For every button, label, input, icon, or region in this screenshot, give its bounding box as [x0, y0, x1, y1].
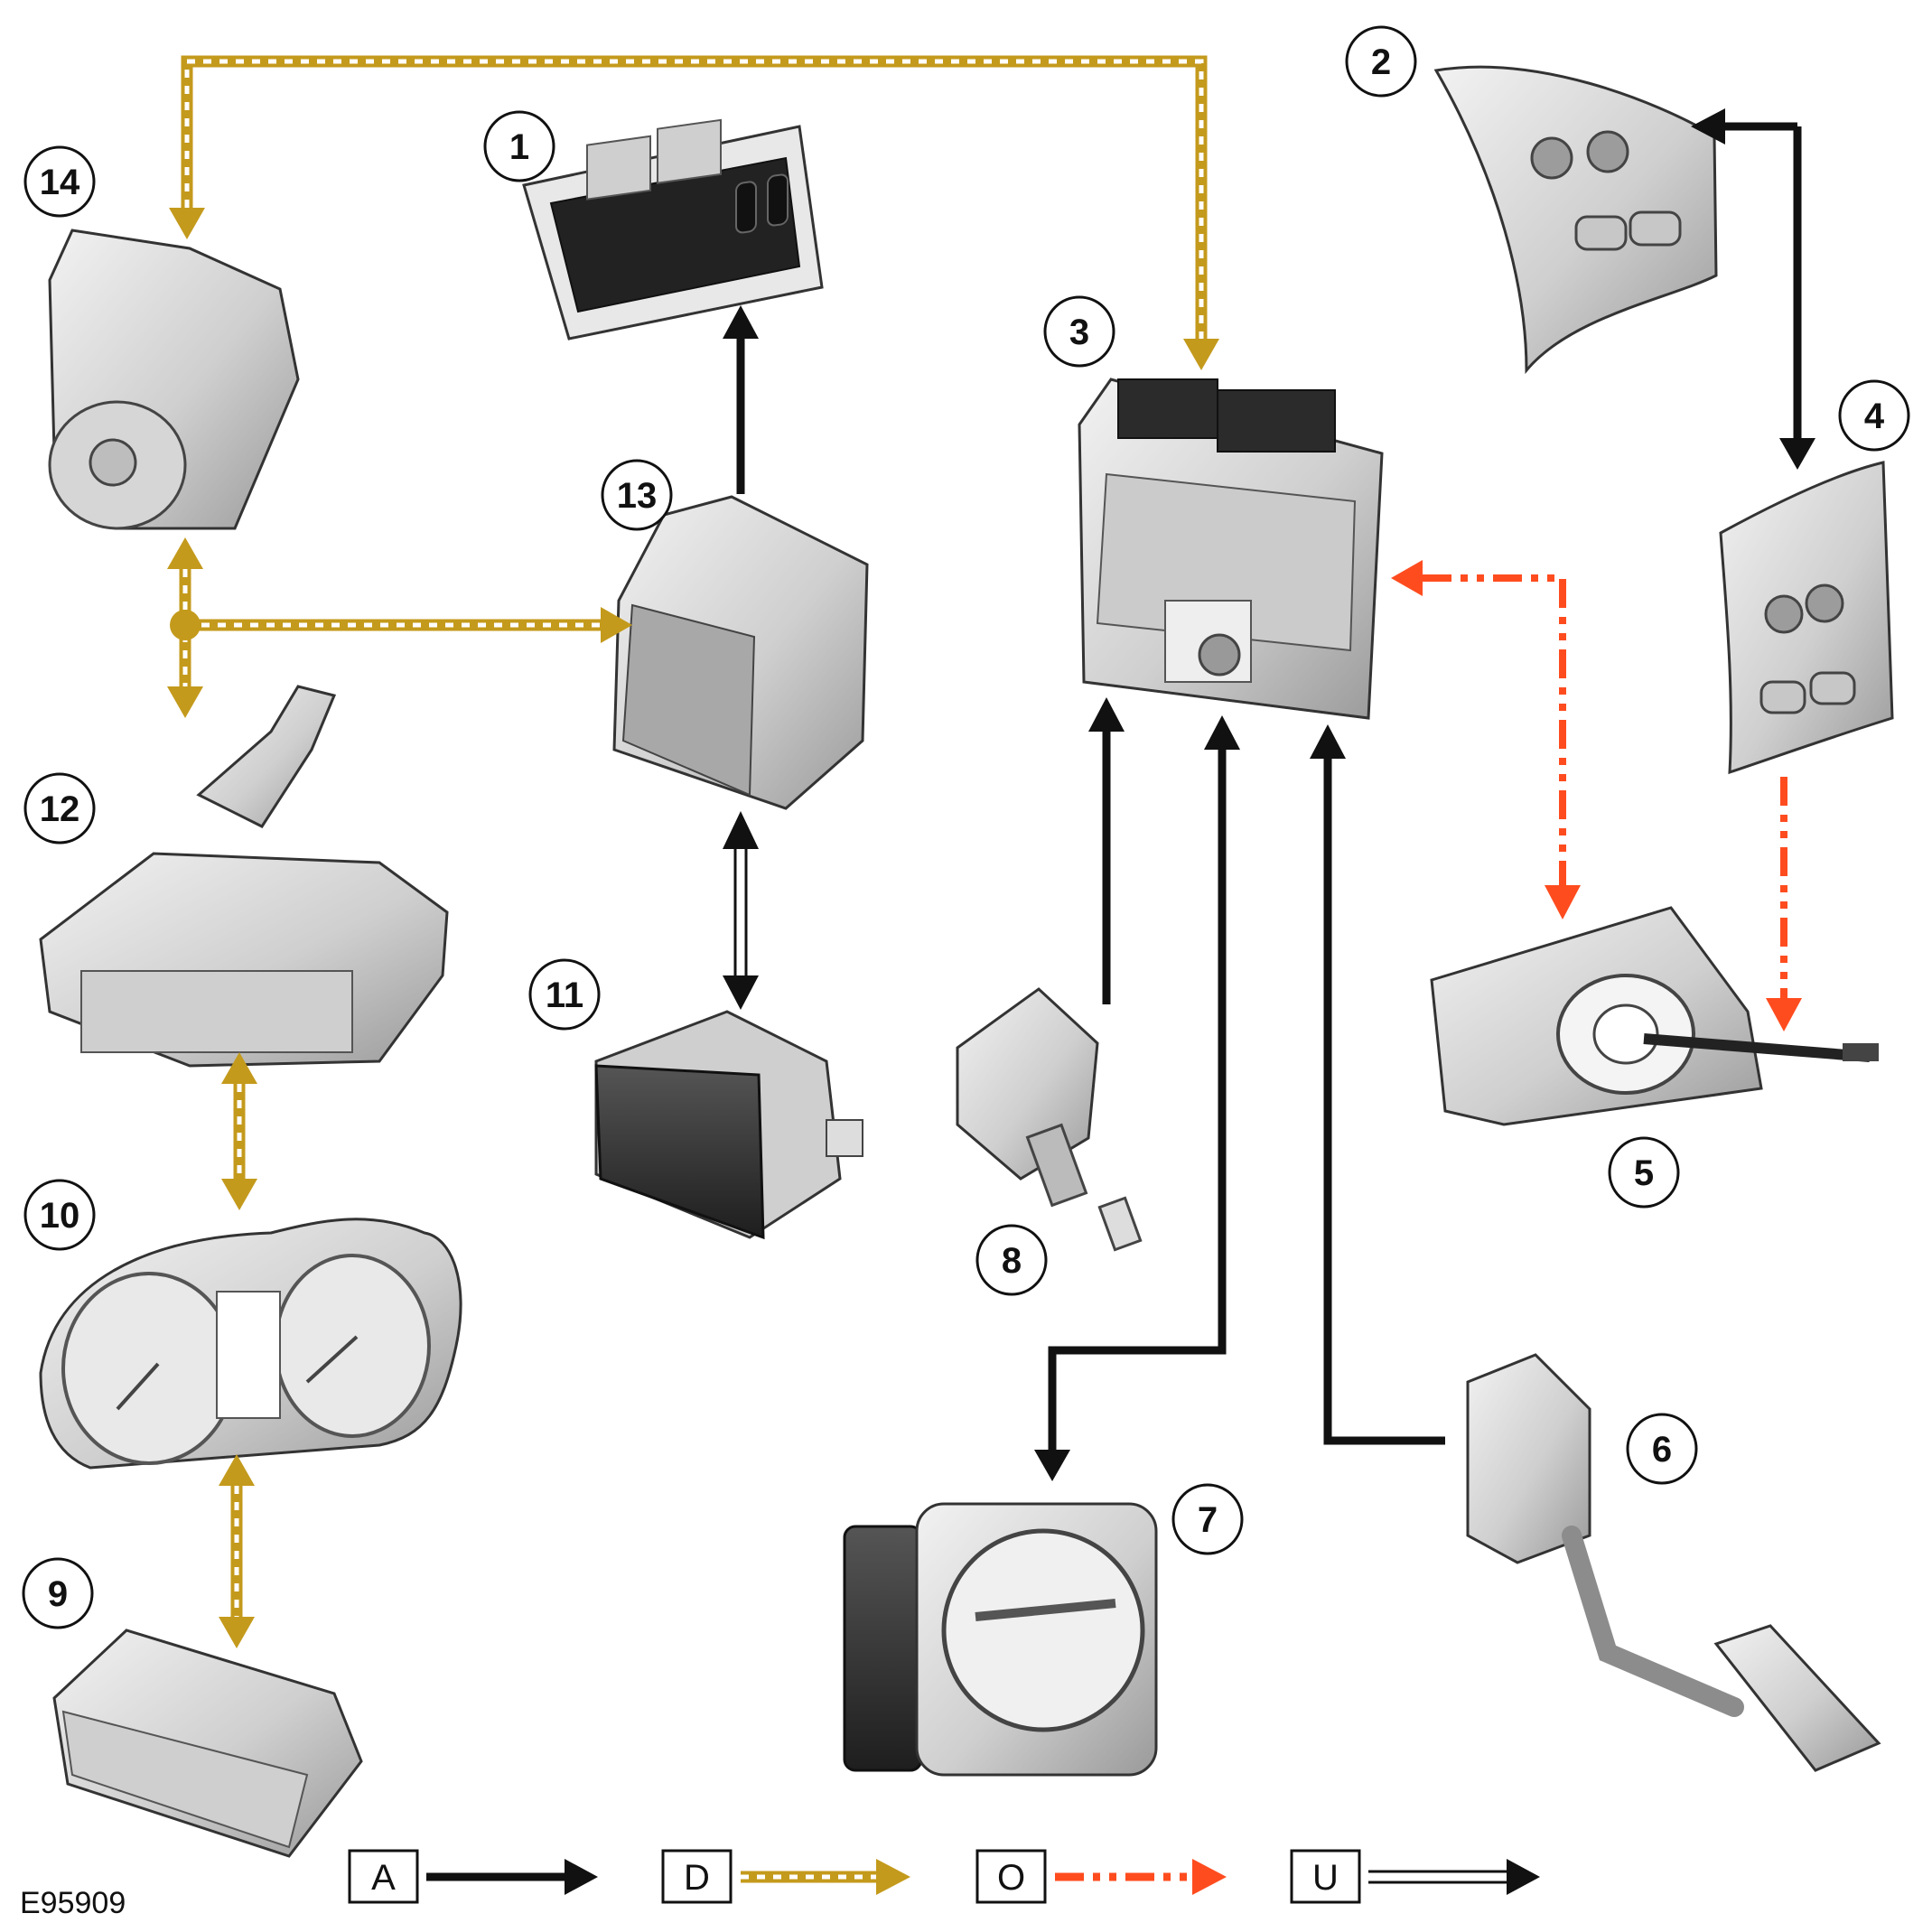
legend-key-d: D [684, 1858, 710, 1898]
callout-3: 3 [1043, 295, 1115, 368]
callout-label: 3 [1069, 313, 1089, 352]
component-11-control-module [594, 1010, 863, 1240]
link-13-to-1 [723, 305, 759, 494]
callout-7: 7 [1171, 1483, 1244, 1555]
link-3-5 [1391, 560, 1581, 919]
link-14-3 [169, 55, 1219, 370]
link-4-to-5 [1766, 777, 1802, 1031]
component-10-instrument-cluster [39, 1218, 462, 1470]
callout-11: 11 [528, 958, 601, 1031]
callout-label: 8 [1002, 1241, 1022, 1281]
callout-label: 11 [546, 975, 583, 1015]
link-2-4 [1691, 108, 1815, 470]
callout-circle [23, 1179, 96, 1251]
legend-item-a: A [348, 1849, 598, 1904]
callout-circle [22, 1557, 94, 1629]
figure-reference: E95909 [20, 1886, 126, 1920]
callout-6: 6 [1626, 1413, 1698, 1485]
link-12-10 [221, 1052, 257, 1210]
callout-label: 7 [1198, 1500, 1218, 1540]
callout-label: 6 [1652, 1430, 1672, 1470]
callout-5: 5 [1608, 1136, 1680, 1209]
legend: A D O U [348, 1849, 1540, 1904]
callout-8: 8 [975, 1224, 1048, 1296]
component-6-accelerator-pedal [1466, 1353, 1881, 1772]
callout-label: 9 [48, 1574, 68, 1614]
legend-item-o: O [975, 1849, 1227, 1904]
component-13-control-module [612, 495, 869, 810]
callout-label: 1 [509, 127, 529, 167]
connections [167, 55, 1815, 1648]
callout-label: 2 [1371, 42, 1391, 82]
component-3-engine-control-module [1078, 378, 1384, 720]
link-6-to-3 [1310, 724, 1445, 1445]
legend-key-a: A [371, 1858, 396, 1898]
callout-label: 10 [40, 1196, 80, 1236]
callout-label: 14 [40, 163, 80, 202]
callout-13: 13 [601, 459, 673, 531]
link-8-to-3 [1088, 697, 1125, 1004]
component-8-brake-switch [956, 987, 1143, 1252]
legend-item-d: D [661, 1849, 910, 1904]
callout-circle [23, 772, 96, 845]
link-3-7 [1034, 715, 1240, 1481]
component-14-abs-module [48, 229, 300, 530]
callout-circle [528, 958, 601, 1031]
callout-circle [483, 110, 555, 182]
component-5-clockspring [1430, 906, 1879, 1126]
legend-key-u: U [1312, 1858, 1339, 1898]
link-10-9 [219, 1454, 255, 1648]
callout-circle [601, 459, 673, 531]
component-4-steering-switch [1719, 461, 1894, 775]
callout-label: 5 [1634, 1153, 1654, 1193]
callout-circle [1626, 1413, 1698, 1485]
callout-circle [1345, 25, 1417, 98]
legend-key-o: O [997, 1858, 1025, 1898]
component-2-steering-switch [1433, 65, 1718, 375]
callout-circle [23, 145, 96, 218]
callout-label: 12 [40, 789, 80, 829]
link-13-11 [723, 811, 759, 1010]
legend-item-u: U [1290, 1849, 1540, 1904]
callout-9: 9 [22, 1557, 94, 1629]
callout-4: 4 [1838, 379, 1910, 452]
component-7-throttle-body [843, 1502, 1158, 1777]
component-1-switch-pack [522, 118, 824, 341]
callout-circle [1171, 1483, 1244, 1555]
link-14-12-13 [167, 537, 632, 718]
callout-2: 2 [1345, 25, 1417, 98]
callout-circle [1043, 295, 1115, 368]
callout-1: 1 [483, 110, 555, 182]
callout-circle [1608, 1136, 1680, 1209]
callout-circle [1838, 379, 1910, 452]
component-12-valve-body [39, 685, 449, 1068]
callout-10: 10 [23, 1179, 96, 1251]
callout-label: 4 [1864, 397, 1885, 436]
component-9-diagnostic-connector [52, 1629, 363, 1858]
callout-14: 14 [23, 145, 96, 218]
callout-circle [975, 1224, 1048, 1296]
callout-12: 12 [23, 772, 96, 845]
callout-label: 13 [617, 476, 658, 516]
